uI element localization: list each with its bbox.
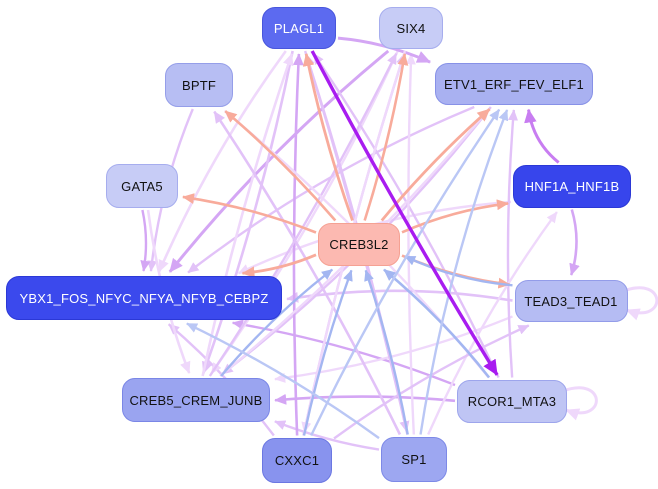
edge-cxxc1-creb3l2: [302, 269, 353, 436]
node-bptf[interactable]: BPTF: [165, 63, 233, 107]
self-loop-tead3: [622, 286, 658, 321]
edge-creb5-creb3l2: [220, 268, 334, 377]
node-tead3[interactable]: TEAD3_TEAD1: [514, 280, 628, 322]
node-hnf1a[interactable]: HNF1A_HNF1B: [513, 164, 631, 208]
edge-creb5-plagl1: [201, 53, 294, 377]
node-six4[interactable]: SIX4: [379, 7, 443, 49]
edge-hnf1a-etv1: [524, 108, 560, 164]
edge-sp1-etv1: [419, 109, 509, 435]
edge-rcor1-creb3l2: [383, 268, 491, 379]
edge-etv1-ybx1: [187, 105, 475, 274]
edge-sp1-bptf: [213, 110, 402, 436]
edge-six4-creb5: [210, 50, 399, 375]
edge-sp1-hnf1a: [427, 211, 558, 435]
node-rcor1[interactable]: RCOR1_MTA3: [457, 379, 567, 423]
edge-sp1-creb3l2: [364, 269, 409, 435]
edge-creb3l2-gata5: [182, 193, 317, 234]
edge-creb3l2-hnf1a: [401, 199, 509, 234]
edge-plagl1-creb5: [202, 50, 294, 374]
edge-plagl1-ybx1: [158, 50, 287, 273]
node-ybx1[interactable]: YBX1_FOS_NFYC_NFYA_NFYB_CEBPZ: [6, 276, 282, 320]
edge-rcor1-plagl1: [312, 52, 500, 379]
edge-sp1-creb5: [274, 420, 380, 451]
node-sp1[interactable]: SP1: [381, 436, 447, 482]
edge-sp1-ybx1: [186, 322, 380, 440]
edge-sp1-six4: [405, 53, 416, 435]
edge-rcor1-ybx1: [231, 319, 456, 387]
edge-tead3-creb3l2: [404, 255, 513, 287]
edge-gata5-ybx1: [140, 209, 151, 272]
edge-tead3-creb5: [274, 315, 513, 383]
edge-creb3l2-etv1: [380, 108, 491, 222]
node-gata5[interactable]: GATA5: [106, 164, 178, 208]
edge-rcor1-etv1: [506, 109, 519, 378]
node-creb3l2[interactable]: CREB3L2: [318, 222, 400, 266]
edge-creb3l2-ybx1: [241, 253, 317, 279]
edge-creb3l2-six4: [363, 53, 409, 221]
node-etv1[interactable]: ETV1_ERF_FEV_ELF1: [435, 63, 593, 105]
edge-hnf1a-tead3: [569, 209, 580, 276]
node-plagl1[interactable]: PLAGL1: [262, 7, 336, 49]
edge-cxxc1-etv1: [310, 108, 501, 437]
edge-creb3l2-bptf: [224, 110, 337, 222]
edge-creb3l2-plagl1: [302, 53, 354, 221]
edge-rcor1-creb5: [274, 393, 456, 405]
edge-cxxc1-plagl1: [292, 53, 304, 436]
node-creb5[interactable]: CREB5_CREM_JUNB: [122, 378, 270, 422]
edge-creb5-six4: [208, 52, 398, 377]
edge-cxxc1-ybx1: [167, 323, 275, 437]
node-cxxc1[interactable]: CXXC1: [262, 437, 332, 483]
self-loop-rcor1: [562, 386, 598, 421]
edge-plagl1-rcor1: [310, 50, 499, 376]
